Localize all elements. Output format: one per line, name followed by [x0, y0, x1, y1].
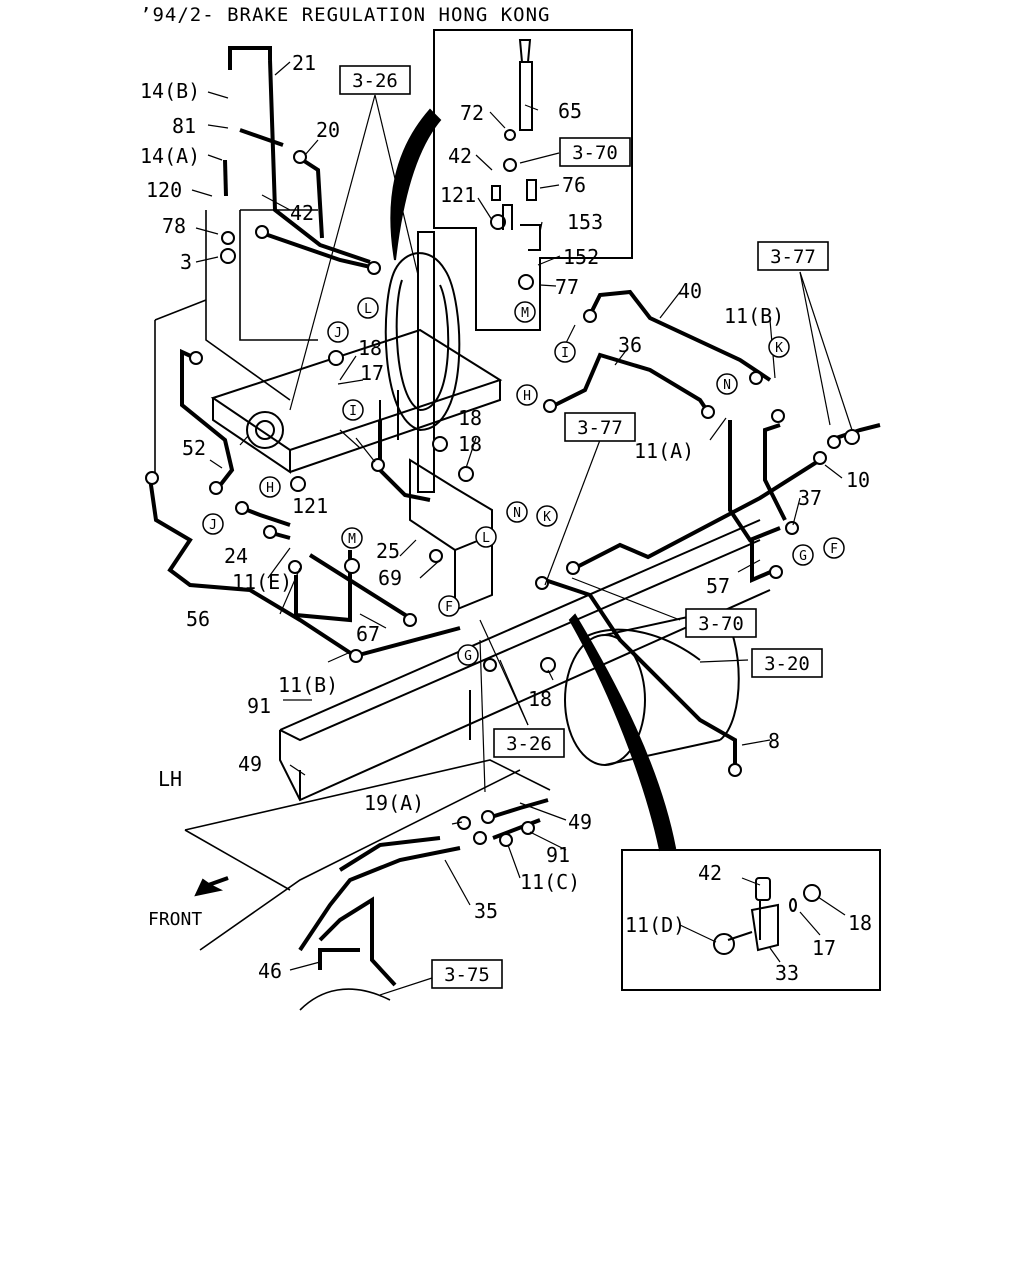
ref-3-20: 3-20: [764, 653, 810, 675]
leader-lines: [191, 61, 853, 996]
part-17-b: 17: [812, 936, 836, 960]
part-36: 36: [618, 333, 642, 357]
part-78: 78: [162, 214, 186, 238]
part-77: 77: [555, 275, 579, 299]
ref-3-75: 3-75: [444, 964, 490, 986]
frame-rail: [279, 519, 771, 802]
part-18-b: 18: [458, 406, 482, 430]
part-25: 25: [376, 539, 400, 563]
part-18-a: 18: [358, 336, 382, 360]
part-14a: 14(A): [140, 144, 200, 168]
part-37: 37: [798, 486, 822, 510]
part-17-a: 17: [360, 361, 384, 385]
marker-G-center: G: [464, 649, 472, 664]
ref-3-70-top: 3-70: [572, 142, 618, 164]
marker-L-center: L: [482, 531, 490, 546]
part-11a: 11(A): [634, 439, 694, 463]
marker-H-mid: H: [266, 481, 274, 496]
part-65: 65: [558, 99, 582, 123]
part-24: 24: [224, 544, 248, 568]
marker-K-right: K: [775, 341, 783, 356]
swoosh-top: [390, 108, 442, 261]
part-11e: 11(E): [232, 570, 292, 594]
part-40: 40: [678, 279, 702, 303]
ref-3-77-mid: 3-77: [577, 417, 623, 439]
part-67: 67: [356, 622, 380, 646]
part-8: 8: [768, 729, 780, 753]
part-52: 52: [182, 436, 206, 460]
part-69: 69: [378, 566, 402, 590]
bottom-inset-parts: [713, 877, 797, 955]
part-33: 33: [775, 961, 799, 985]
part-121-inset: 121: [440, 183, 476, 207]
part-18-e: 18: [848, 911, 872, 935]
front-label: FRONT: [148, 909, 202, 930]
part-91-b: 91: [546, 843, 570, 867]
marker-G-right: G: [799, 549, 807, 564]
part-3: 3: [180, 250, 192, 274]
part-35: 35: [474, 899, 498, 923]
part-56: 56: [186, 607, 210, 631]
marker-F-right: F: [830, 542, 838, 557]
ref-3-26-top: 3-26: [352, 70, 398, 92]
part-18-c: 18: [458, 432, 482, 456]
side-label-lh: LH: [158, 767, 182, 791]
part-14b: 14(B): [140, 79, 200, 103]
ref-3-26-bottom: 3-26: [506, 733, 552, 755]
part-20: 20: [316, 118, 340, 142]
marker-F-center: F: [445, 600, 453, 615]
marker-I-mid: I: [349, 404, 357, 419]
marker-I-right: I: [561, 346, 569, 361]
swoosh-bottom: [568, 613, 677, 852]
marker-N-right: N: [723, 378, 731, 393]
part-81: 81: [172, 114, 196, 138]
marker-N-center: N: [513, 506, 521, 521]
marker-M-inset: M: [521, 306, 529, 321]
part-42-bottom-inset: 42: [698, 861, 722, 885]
part-18-d: 18: [528, 687, 552, 711]
part-57: 57: [706, 574, 730, 598]
part-11b-right: 11(B): [724, 304, 784, 328]
marker-M-left: M: [348, 532, 356, 547]
lower-frame: [184, 759, 551, 1011]
diagram-title: ’94/2- BRAKE REGULATION HONG KONG: [140, 4, 551, 26]
part-121-mid: 121: [292, 494, 328, 518]
top-inset-parts: [491, 39, 541, 251]
part-152: 152: [563, 245, 599, 269]
marker-K-center: K: [543, 510, 551, 525]
brake-pipes: [148, 46, 881, 987]
valve-assembly: [210, 231, 503, 612]
marker-J-left: J: [209, 518, 217, 533]
fittings: [145, 150, 860, 902]
ref-3-77-right: 3-77: [770, 246, 816, 268]
marker-L-top: L: [364, 302, 372, 317]
part-10: 10: [846, 468, 870, 492]
part-120: 120: [146, 178, 182, 202]
part-46: 46: [258, 959, 282, 983]
part-72: 72: [460, 101, 484, 125]
ref-3-70-mid: 3-70: [698, 613, 744, 635]
part-91-a: 91: [247, 694, 271, 718]
part-76: 76: [562, 173, 586, 197]
circle-markers: [202, 297, 845, 666]
inset-box-top: [433, 29, 633, 331]
part-21: 21: [292, 51, 316, 75]
part-49-b: 49: [568, 810, 592, 834]
part-19a: 19(A): [364, 791, 424, 815]
part-42-inset: 42: [448, 144, 472, 168]
part-42-top: 42: [290, 201, 314, 225]
part-153: 153: [567, 210, 603, 234]
part-11d: 11(D): [625, 913, 685, 937]
marker-H-right: H: [523, 389, 531, 404]
part-49-a: 49: [238, 752, 262, 776]
part-11c: 11(C): [520, 870, 580, 894]
left-frame-outline: [154, 209, 318, 480]
part-11b-left: 11(B): [278, 673, 338, 697]
marker-J-top: J: [334, 326, 342, 341]
inset-box-bottom: [621, 849, 881, 991]
reference-boxes: [339, 65, 829, 989]
